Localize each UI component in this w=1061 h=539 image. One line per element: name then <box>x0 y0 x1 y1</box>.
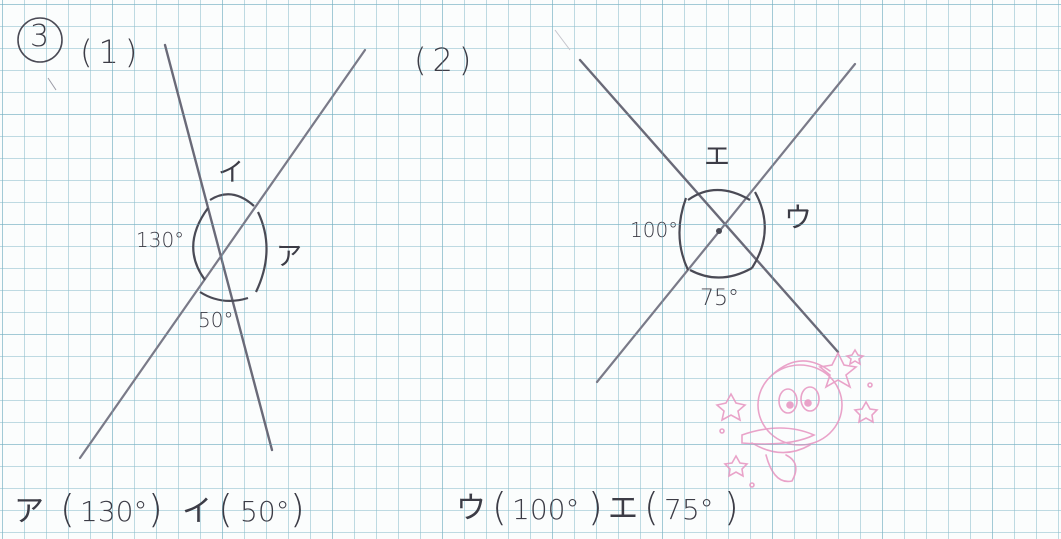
figure1-arc-top <box>209 193 255 207</box>
figure1-arc-right <box>255 211 268 293</box>
answer-a-close-paren: ) <box>148 487 163 531</box>
figure1-angle-top-label: イ <box>218 158 245 188</box>
answer-e-close-paren: ) <box>724 485 739 529</box>
answer-i-label: イ <box>182 494 212 529</box>
figure2-line-rising <box>595 62 857 384</box>
answer-a-value: 130° <box>80 495 148 528</box>
figure2-intersection-dot <box>716 228 722 234</box>
answer-i-open-paren: ( <box>218 487 233 531</box>
answer-u-open-paren: ( <box>492 485 507 529</box>
figure2-angle-left-label: 100° <box>630 218 679 242</box>
figure2-angle-bottom-label: 75° <box>700 286 739 311</box>
figure1-arc-bottom <box>199 291 249 303</box>
answer-u-close-paren: ) <box>588 485 603 529</box>
answer-i-value: 50° <box>240 495 290 528</box>
figure2-arc-top <box>687 189 751 201</box>
answer-u-value: 100° <box>512 493 580 526</box>
figure1-line-steep <box>163 43 274 452</box>
answer-a-open-paren: ( <box>60 487 75 531</box>
problem-number-circle <box>17 17 63 63</box>
answer-a-label: ア <box>14 494 44 529</box>
figure1-angle-bottom-label: 50° <box>198 308 234 332</box>
answer-e-label: エ <box>608 491 638 526</box>
figure1-line-diagonal <box>78 48 367 460</box>
figure2-line-falling <box>578 58 840 354</box>
part2-label: (2) <box>414 41 478 79</box>
answer-e-open-paren: ( <box>644 485 659 529</box>
figure2-angle-right-label: ウ <box>784 201 813 234</box>
figure1-angle-right-label: ア <box>276 242 303 272</box>
part1-label: (1) <box>80 33 144 71</box>
figure2-angle-top-label: エ <box>704 142 731 172</box>
figure1-angle-left-label: 130° <box>136 228 185 252</box>
figure2-arc-bottom <box>689 267 753 279</box>
answer-i-close-paren: ) <box>290 487 305 531</box>
figure2-arc-right <box>751 191 766 269</box>
figure2-arc-left <box>678 197 689 271</box>
problem-number: 3 <box>30 19 50 54</box>
answer-u-label: ウ <box>456 491 486 526</box>
figure1-arc-left <box>192 207 209 281</box>
answer-e-value: 75° <box>664 493 714 526</box>
duck-stamp <box>715 348 879 488</box>
